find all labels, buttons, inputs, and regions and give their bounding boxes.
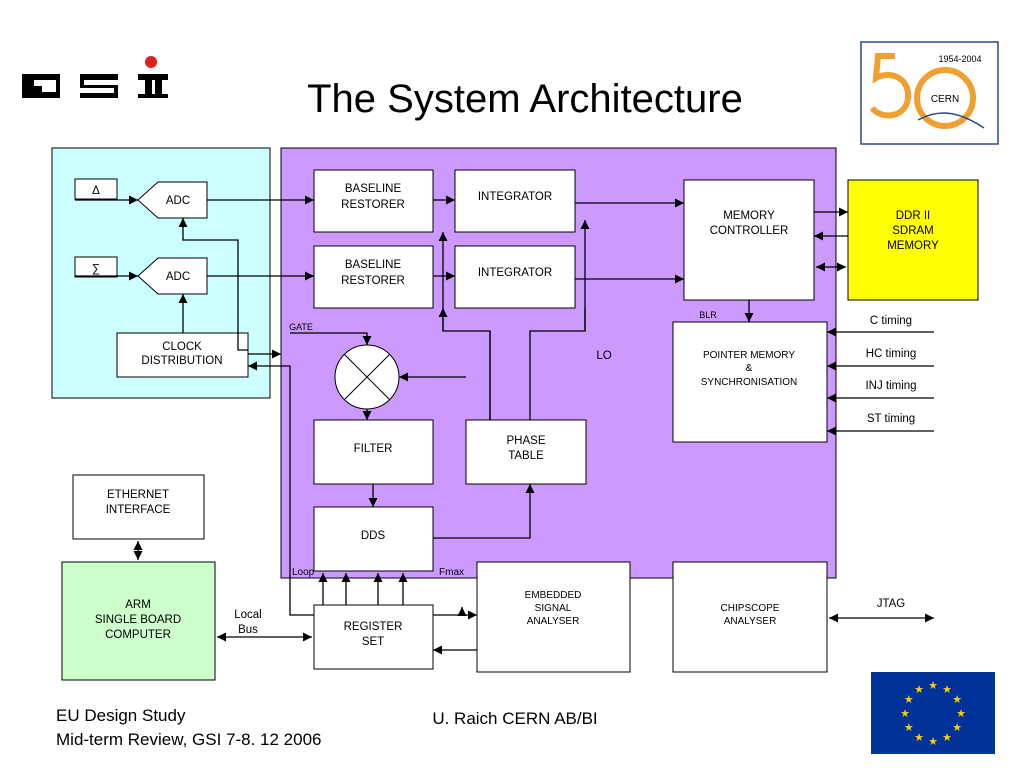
pointer-memory-label-2: & xyxy=(746,363,753,374)
arm-computer-label-3: COMPUTER xyxy=(105,629,171,641)
baseline-restorer-2-label-2: RESTORER xyxy=(341,275,405,287)
dds-block xyxy=(313,506,434,572)
eu-star-icon: ★ xyxy=(914,731,924,744)
cern-50-logo: 1954-2004 CERN xyxy=(860,41,999,145)
sigma-symbol: ∑ xyxy=(92,263,100,275)
arm-computer-label-1: ARM xyxy=(125,599,151,611)
gate-label: GATE xyxy=(289,322,313,332)
eu-star-icon: ★ xyxy=(904,721,914,734)
gsi-logo-text: GSI xyxy=(87,104,103,114)
local-bus-label-2: Bus xyxy=(238,624,258,636)
pointer-memory-block xyxy=(672,321,828,443)
ddr-memory-block xyxy=(847,179,979,301)
adc-bottom-label: ADC xyxy=(166,271,190,283)
local-bus-label-1: Local xyxy=(234,609,262,621)
clock-distribution-block xyxy=(116,332,249,378)
footer-left-line1: EU Design Study xyxy=(56,706,186,725)
cern-text: CERN xyxy=(931,94,959,105)
ethernet-interface-block xyxy=(72,474,205,540)
embedded-signal-analyser-label-1: EMBEDDED xyxy=(525,590,582,601)
memory-controller-label-1: MEMORY xyxy=(723,210,775,222)
cern-years: 1954-2004 xyxy=(938,54,981,64)
eu-stars: ★★★★★★★★★★★★ xyxy=(900,679,966,748)
integrator-2-label: INTEGRATOR xyxy=(478,267,552,279)
baseline-restorer-2-label-1: BASELINE xyxy=(345,259,402,271)
arm-computer-label-2: SINGLE BOARD xyxy=(95,614,181,626)
eu-flag: ★★★★★★★★★★★★ xyxy=(871,672,995,754)
integrator-2-block xyxy=(454,245,576,309)
memory-controller-block xyxy=(683,179,815,301)
gsi-logo: GSI xyxy=(22,56,168,114)
jtag-label: JTAG xyxy=(877,598,906,610)
integrator-1-label: INTEGRATOR xyxy=(478,191,552,203)
eu-star-icon: ★ xyxy=(952,693,962,706)
eu-star-icon: ★ xyxy=(942,731,952,744)
embedded-signal-analyser-block xyxy=(476,561,631,673)
phase-table-label-2: TABLE xyxy=(508,450,544,462)
filter-label: FILTER xyxy=(354,443,393,455)
blr-label: BLR xyxy=(699,310,717,320)
st-timing-label: ST timing xyxy=(867,413,915,425)
page-title: The System Architecture xyxy=(307,77,743,121)
phase-table-block xyxy=(465,419,587,485)
arm-computer-block xyxy=(61,561,216,681)
chipscope-analyser-label-1: CHIPSCOPE xyxy=(721,603,780,614)
ddr-memory-label-3: MEMORY xyxy=(887,240,939,252)
footer-left-line2: Mid-term Review, GSI 7-8. 12 2006 xyxy=(56,730,322,749)
adc-top-label: ADC xyxy=(166,195,190,207)
inj-timing-label: INJ timing xyxy=(865,380,916,392)
eu-star-icon: ★ xyxy=(956,707,966,720)
phase-table-label-1: PHASE xyxy=(507,435,546,447)
eu-star-icon: ★ xyxy=(904,693,914,706)
pointer-memory-label-3: SYNCHRONISATION xyxy=(701,377,798,388)
fmax-label: Fmax xyxy=(439,567,464,578)
eu-star-icon: ★ xyxy=(952,721,962,734)
register-set-block xyxy=(313,604,434,670)
clock-distribution-label-1: CLOCK xyxy=(162,341,202,353)
baseline-restorer-1-block xyxy=(313,169,434,233)
register-set-label-2: SET xyxy=(362,636,384,648)
sigma-input-box xyxy=(74,256,118,278)
embedded-signal-analyser-label-3: ANALYSER xyxy=(527,616,580,627)
baseline-restorer-1-label-2: RESTORER xyxy=(341,199,405,211)
embedded-signal-analyser-label-2: SIGNAL xyxy=(535,603,572,614)
baseline-restorer-1-label-1: BASELINE xyxy=(345,183,402,195)
mixer-symbol xyxy=(334,344,400,410)
integrator-1-block xyxy=(454,169,576,233)
delta-symbol: Δ xyxy=(92,185,100,197)
ddr-memory-label-1: DDR II xyxy=(896,210,931,222)
ddr-memory-label-2: SDRAM xyxy=(892,225,934,237)
ethernet-interface-label-2: INTERFACE xyxy=(106,504,171,516)
baseline-restorer-2-block xyxy=(313,245,434,309)
lo-label: LO xyxy=(596,350,611,362)
eu-star-icon: ★ xyxy=(928,735,938,748)
hc-timing-label: HC timing xyxy=(866,348,916,360)
chipscope-analyser-label-2: ANALYSER xyxy=(724,616,777,627)
connections xyxy=(75,195,934,655)
memory-controller-label-2: CONTROLLER xyxy=(710,225,789,237)
eu-star-icon: ★ xyxy=(914,683,924,696)
dds-label: DDS xyxy=(361,530,386,542)
ethernet-interface-label-1: ETHERNET xyxy=(107,489,169,501)
delta-input-box xyxy=(74,178,118,200)
footer-center: U. Raich CERN AB/BI xyxy=(432,709,597,728)
eu-star-icon: ★ xyxy=(928,679,938,692)
chipscope-analyser-block xyxy=(672,561,828,673)
clock-distribution-label-2: DISTRIBUTION xyxy=(141,355,222,367)
gsi-red-dot xyxy=(145,56,157,68)
register-set-label-1: REGISTER xyxy=(344,621,403,633)
loop-label: Loop xyxy=(292,567,315,578)
pointer-memory-label-1: POINTER MEMORY xyxy=(703,350,795,361)
eu-star-icon: ★ xyxy=(900,707,910,720)
c-timing-label: C timing xyxy=(870,315,912,327)
eu-star-icon: ★ xyxy=(942,683,952,696)
